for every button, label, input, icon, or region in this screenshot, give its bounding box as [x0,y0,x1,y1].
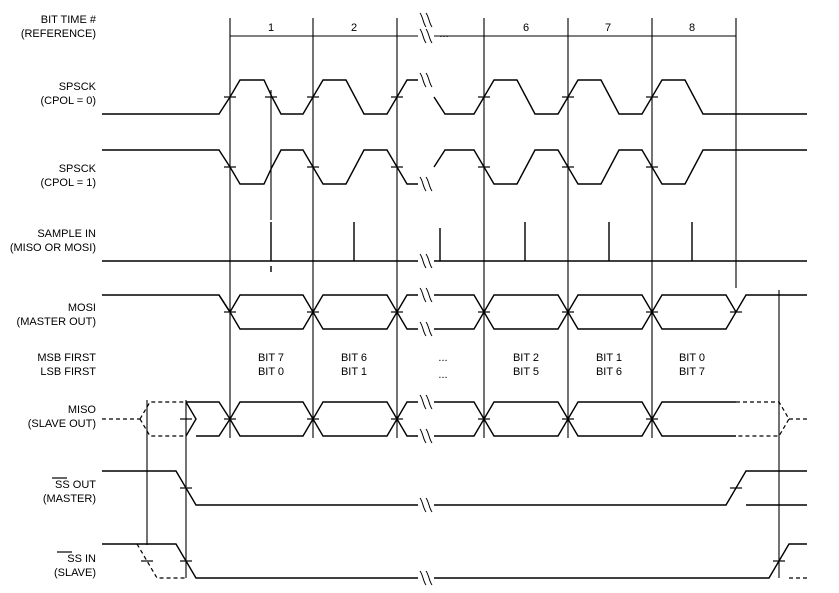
ss-in-waveform [102,543,807,579]
bit-time-reference: 1 2 ... 6 7 8 [230,22,736,40]
mosi-waveform [102,294,807,330]
bit-number-2: 2 [351,22,357,34]
label-ss-slave: (SLAVE) [54,567,96,579]
label-ss-out: SS OUT [55,479,96,491]
lsb-bit-ellipsis: ... [438,369,447,381]
label-ss-in: SS IN [67,553,96,565]
lsb-bit-6: BIT 5 [513,366,539,378]
bit-number-7: 7 [605,22,611,34]
sample-in-waveform [102,222,807,272]
bit-boundary-lines [146,18,780,578]
label-cpol1: (CPOL = 1) [40,177,96,189]
row-labels: BIT TIME # (REFERENCE) SPSCK (CPOL = 0) … [10,14,97,579]
bit-number-6: 6 [523,22,529,34]
label-lsb-first: LSB FIRST [40,366,96,378]
msb-bit-2: BIT 6 [341,352,367,364]
miso-waveform [102,401,807,437]
transition-markers [141,96,785,562]
break-symbols [419,12,433,586]
label-slave-out: (SLAVE OUT) [28,418,96,430]
bit-number-1: 1 [268,22,274,34]
spsck-cpol1-waveform [102,149,807,185]
bit-number-8: 8 [689,22,695,34]
msb-bit-7: BIT 1 [596,352,622,364]
lsb-bit-7: BIT 6 [596,366,622,378]
msb-bit-8: BIT 0 [679,352,705,364]
label-miso: MISO [68,404,97,416]
label-ss-master: (MASTER) [43,493,96,505]
label-bit-time: BIT TIME # [41,14,97,26]
msb-bit-ellipsis: ... [438,352,447,364]
bit-order-labels: BIT 7 BIT 6 ... BIT 2 BIT 1 BIT 0 BIT 0 … [258,352,705,381]
lsb-bit-1: BIT 0 [258,366,284,378]
label-mosi: MOSI [68,302,96,314]
label-miso-or-mosi: (MISO OR MOSI) [10,242,96,254]
ss-out-waveform [102,470,807,506]
bit-number-ellipsis: ... [439,28,448,40]
label-spsck-cpol0: SPSCK [59,81,97,93]
lsb-bit-8: BIT 7 [679,366,705,378]
label-reference: (REFERENCE) [21,28,96,40]
label-spsck-cpol1: SPSCK [59,163,97,175]
label-master-out: (MASTER OUT) [17,316,96,328]
msb-bit-1: BIT 7 [258,352,284,364]
lsb-bit-2: BIT 1 [341,366,367,378]
label-cpol0: (CPOL = 0) [40,95,96,107]
label-sample-in: SAMPLE IN [37,228,96,240]
msb-bit-6: BIT 2 [513,352,539,364]
label-msb-first: MSB FIRST [37,352,96,364]
